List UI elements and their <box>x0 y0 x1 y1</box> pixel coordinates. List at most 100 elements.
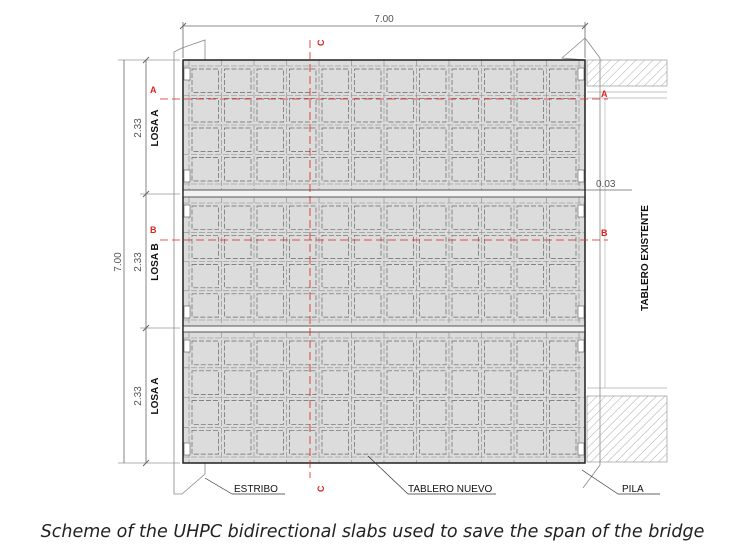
slab-panel <box>224 127 252 152</box>
slab-panel <box>256 370 284 395</box>
slab-panel <box>419 234 447 259</box>
callout-abutment-text: ESTRIBO <box>234 484 278 495</box>
slab-panel <box>289 400 317 425</box>
slab-panel <box>354 98 382 123</box>
slab-panel <box>191 370 219 395</box>
slab-3-label: LOSA A <box>150 377 161 414</box>
bridge-slab-plan: 7.00 7.00 2.33 LOSA A 2.33 LOSA B 2.33 L… <box>113 14 668 495</box>
slab-panel <box>321 264 349 289</box>
slab-panel <box>191 68 219 93</box>
bearing-mark <box>183 67 191 81</box>
section-a-right-label: A <box>601 89 608 99</box>
callout-new-deck: TABLERO NUEVO <box>367 455 496 495</box>
slab-panel <box>516 370 544 395</box>
bearing-mark <box>183 169 191 183</box>
slab-panel <box>224 429 252 455</box>
slab-panel <box>516 429 544 455</box>
slab-panel <box>321 293 349 318</box>
slab-panel <box>289 370 317 395</box>
slab-panel <box>516 127 544 152</box>
slab-panel <box>386 340 414 366</box>
section-b-left-label: B <box>150 225 157 235</box>
slab-panel <box>386 370 414 395</box>
slab-panel <box>516 68 544 93</box>
slab-panel <box>224 370 252 395</box>
slab-panel <box>484 234 512 259</box>
slab-joint <box>182 189 586 198</box>
section-a-left-label: A <box>150 85 157 95</box>
slab-panel <box>191 264 219 289</box>
slab-panel <box>549 127 577 152</box>
slab-panel <box>191 98 219 123</box>
bearing-mark <box>577 339 585 353</box>
slab-panel <box>321 205 349 230</box>
gap-dimension-value: 0.03 <box>596 179 616 190</box>
slab-panel <box>256 264 284 289</box>
top-dimension: 7.00 <box>179 14 589 58</box>
slab-panel <box>256 98 284 123</box>
slab-panel <box>256 68 284 93</box>
slab-panel <box>191 293 219 318</box>
slab-panel <box>289 264 317 289</box>
slab-panel <box>484 68 512 93</box>
slab-panel <box>484 157 512 182</box>
slab-panel <box>191 127 219 152</box>
slab-panel <box>451 157 479 182</box>
slab-panel <box>289 340 317 366</box>
slab-panel <box>516 205 544 230</box>
slab-panel <box>484 293 512 318</box>
slab-panel <box>224 293 252 318</box>
bearing-mark <box>183 339 191 353</box>
slab-panel <box>224 98 252 123</box>
section-b: B B <box>150 225 608 241</box>
slab-panel <box>419 98 447 123</box>
slab-panel <box>451 205 479 230</box>
slab-panel <box>256 340 284 366</box>
slab-panel <box>256 293 284 318</box>
slab-panel <box>321 400 349 425</box>
slab-panel <box>516 234 544 259</box>
slab-panel <box>386 127 414 152</box>
slab-panel <box>354 127 382 152</box>
bearing-mark <box>577 305 585 319</box>
slab-panel <box>419 157 447 182</box>
slab-panel <box>224 157 252 182</box>
new-deck-plan <box>182 59 586 464</box>
slab-panel <box>321 98 349 123</box>
slab-panel <box>289 234 317 259</box>
deck-border <box>182 59 586 464</box>
slab-panel <box>419 429 447 455</box>
slab-panel <box>419 293 447 318</box>
abutment-outline <box>173 39 206 495</box>
slab-panel <box>224 68 252 93</box>
slab-panel <box>549 157 577 182</box>
slab-panel <box>451 127 479 152</box>
slab-panel <box>386 429 414 455</box>
slab-panel <box>451 68 479 93</box>
slab-panel <box>354 400 382 425</box>
slab-panel <box>386 98 414 123</box>
slab-1-dimension: 2.33 <box>133 118 144 138</box>
slab-panel <box>549 205 577 230</box>
slab-panel <box>451 293 479 318</box>
slab-2-label: LOSA B <box>150 243 161 280</box>
slab-3-dimension: 2.33 <box>133 386 144 406</box>
top-dimension-value: 7.00 <box>374 14 394 25</box>
slab-panel <box>321 234 349 259</box>
slab-panel <box>224 234 252 259</box>
slab-panel <box>354 340 382 366</box>
slab-panel <box>484 429 512 455</box>
bearing-mark <box>577 169 585 183</box>
slab-panel <box>516 157 544 182</box>
slab-panel <box>549 264 577 289</box>
slab-panel <box>289 157 317 182</box>
slab-panel <box>451 340 479 366</box>
slab-panel <box>289 98 317 123</box>
slab-panel <box>484 127 512 152</box>
slab-panel <box>354 429 382 455</box>
section-c-bottom-label: C <box>316 485 326 492</box>
slab-panel <box>549 400 577 425</box>
slab-panel <box>484 370 512 395</box>
slab-panel <box>451 98 479 123</box>
slab-joint <box>182 325 586 333</box>
